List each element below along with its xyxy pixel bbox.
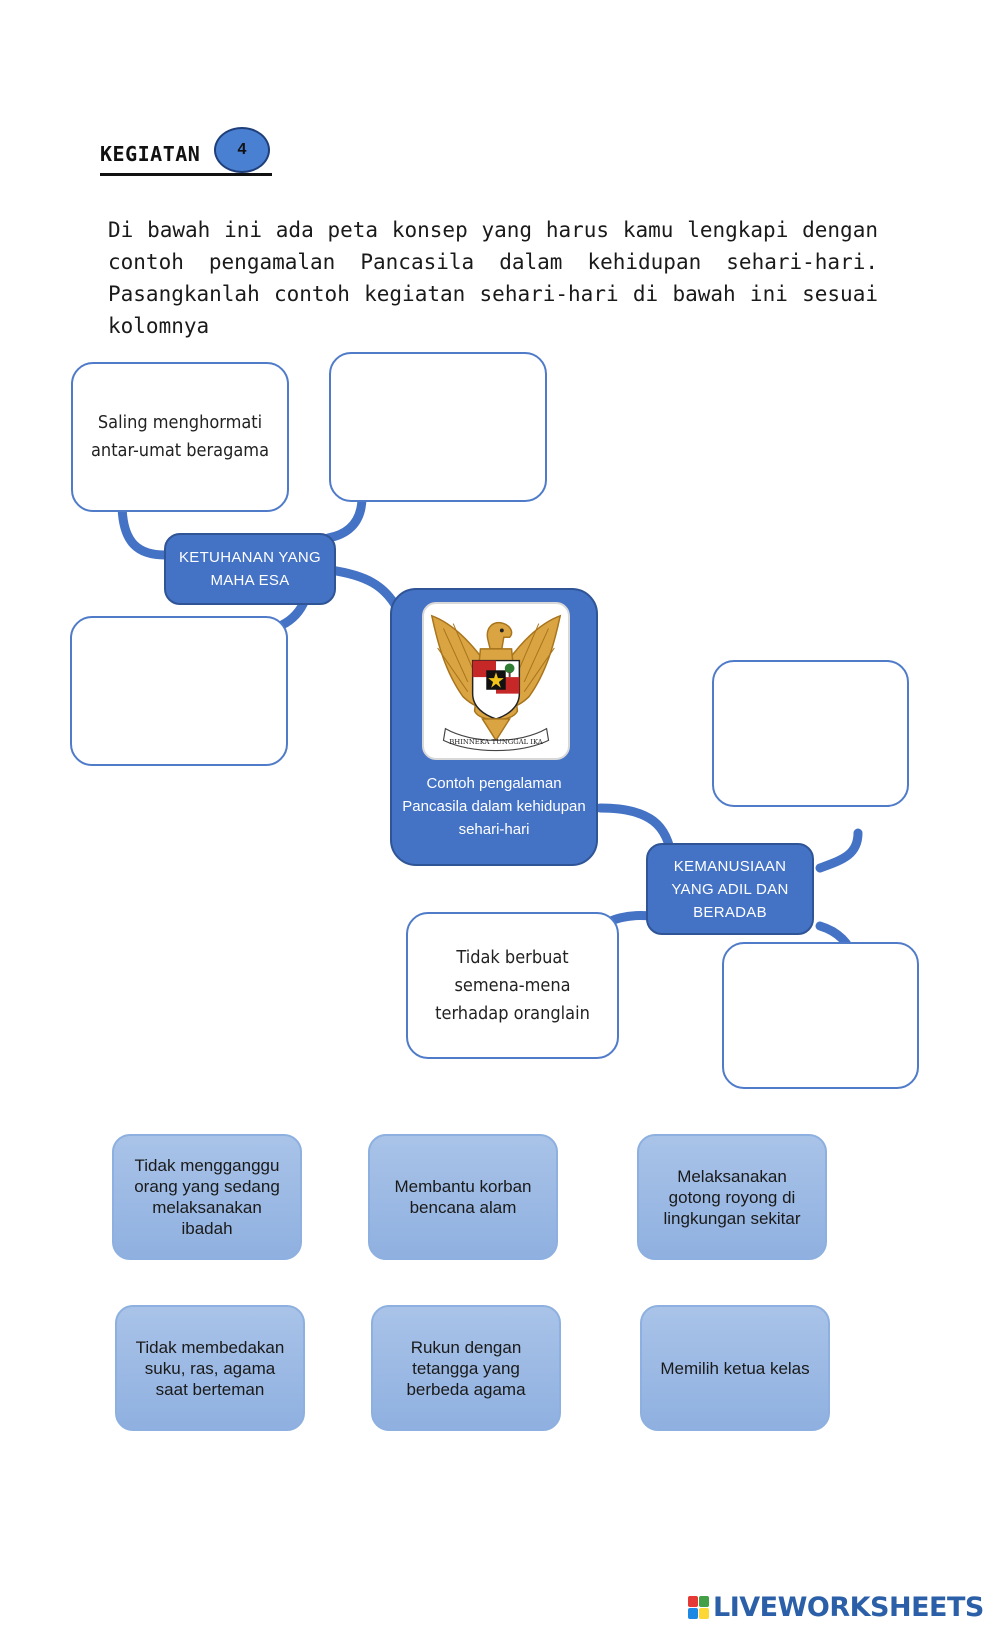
activity-number-badge: 4 xyxy=(214,127,270,173)
option-card[interactable]: Tidak membedakan suku, ras, agama saat b… xyxy=(115,1305,305,1431)
instruction-text: Di bawah ini ada peta konsep yang harus … xyxy=(108,218,878,338)
answer-slot-kemanusiaan-2[interactable] xyxy=(722,942,919,1089)
emblem-motto: BHINNEKA TUNGGAL IKA xyxy=(449,738,542,746)
center-caption: Contoh pengalaman Pancasila dalam kehidu… xyxy=(402,775,586,838)
option-card[interactable]: Melaksanakan gotong royong di lingkungan… xyxy=(637,1134,827,1260)
option-card[interactable]: Rukun dengan tetangga yang berbeda agama xyxy=(371,1305,561,1431)
option-card[interactable]: Membantu korban bencana alam xyxy=(368,1134,558,1260)
header-underline xyxy=(100,173,272,176)
answer-slot-ketuhanan-1[interactable] xyxy=(329,352,547,502)
activity-label: KEGIATAN xyxy=(100,142,201,166)
example-box-ketuhanan: Saling menghormati antar-umat beragama xyxy=(71,362,289,512)
answer-slot-kemanusiaan-1[interactable] xyxy=(712,660,909,807)
node-ketuhanan: KETUHANAN YANG MAHA ESA xyxy=(164,533,336,605)
brand-mark-icon xyxy=(688,1596,709,1619)
option-card[interactable]: Tidak mengganggu orang yang sedang melak… xyxy=(112,1134,302,1260)
option-card[interactable]: Memilih ketua kelas xyxy=(640,1305,830,1431)
answer-slot-ketuhanan-2[interactable] xyxy=(70,616,288,766)
garuda-emblem: BHINNEKA TUNGGAL IKA xyxy=(422,602,570,760)
example-box-kemanusiaan: Tidak berbuat semena-mena terhadap orang… xyxy=(406,912,619,1059)
node-kemanusiaan: KEMANUSIAAN YANG ADIL DAN BERADAB xyxy=(646,843,814,935)
garuda-icon: BHINNEKA TUNGGAL IKA xyxy=(430,614,562,752)
brand-name: LIVEWORKSHEETS xyxy=(713,1592,984,1623)
center-node: BHINNEKA TUNGGAL IKA Contoh pengalaman P… xyxy=(390,588,598,866)
liveworksheets-logo: LIVEWORKSHEETS xyxy=(688,1592,984,1623)
